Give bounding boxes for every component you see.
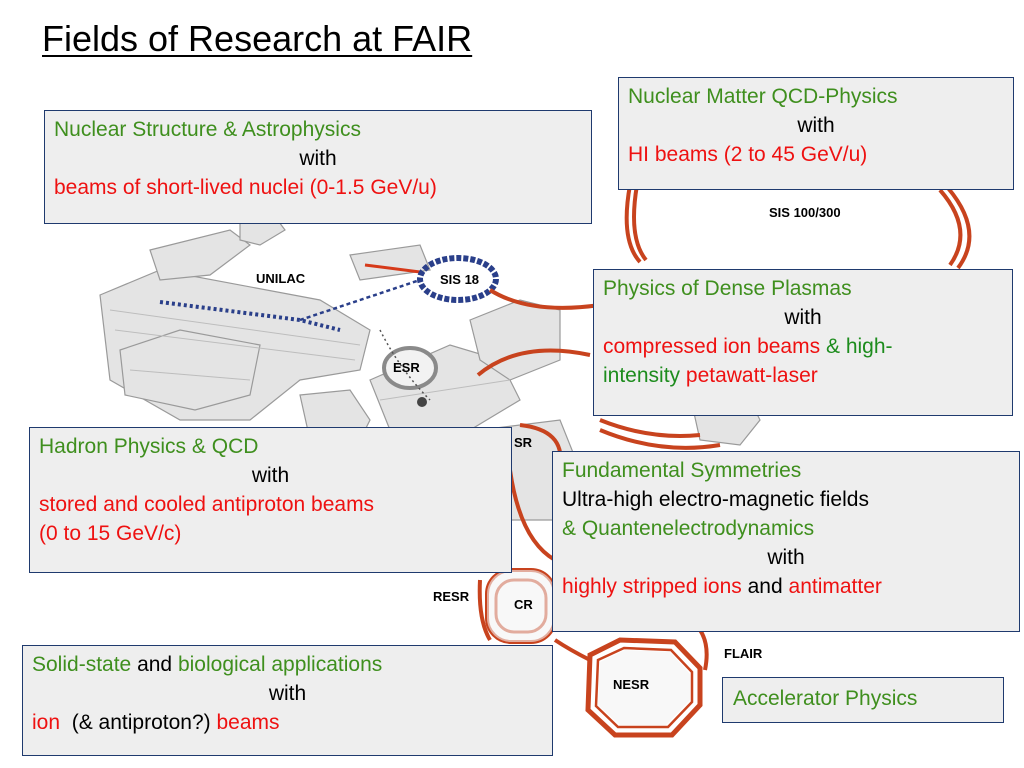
- solid-state-label: Solid-state: [32, 653, 132, 676]
- solid-state-and: and: [137, 653, 173, 676]
- nuclear-matter-title: Nuclear Matter QCD-Physics: [628, 85, 898, 108]
- label-sis100: SIS 100/300: [769, 205, 841, 220]
- label-sis18: SIS 18: [440, 272, 480, 287]
- esr-ring: [382, 346, 438, 390]
- solid-state-with: with: [268, 682, 307, 705]
- nuclear-structure-with: with: [299, 147, 337, 170]
- box-fundamental: Fundamental Symmetries Ultra-high electr…: [552, 451, 1020, 632]
- label-cr: CR: [514, 597, 533, 612]
- box-accelerator: Accelerator Physics: [722, 677, 1004, 723]
- nuclear-structure-beams: beams of short-lived nuclei (0-1.5 GeV/u…: [54, 176, 437, 199]
- dense-plasmas-title: Physics of Dense Plasmas: [603, 277, 852, 300]
- dense-plasmas-ion-beams: compressed ion beams: [603, 335, 821, 358]
- hadron-title: Hadron Physics & QCD: [39, 435, 259, 458]
- unilac-beamline: [159, 263, 421, 332]
- box-hadron: Hadron Physics & QCD with stored and coo…: [29, 427, 512, 573]
- dense-plasmas-intensity: intensity: [603, 364, 681, 387]
- box-nuclear-matter: Nuclear Matter QCD-Physics with HI beams…: [618, 77, 1014, 190]
- fundamental-ions: highly stripped ions: [562, 575, 742, 598]
- hadron-with: with: [251, 464, 290, 487]
- solid-state-beams: beams: [216, 711, 280, 734]
- dense-plasmas-laser: petawatt-laser: [685, 364, 818, 387]
- fundamental-fields: Ultra-high electro-magnetic fields: [562, 488, 869, 511]
- fundamental-antimatter: antimatter: [788, 575, 882, 598]
- solid-state-antiproton: (& antiproton?): [71, 711, 211, 734]
- label-nesr: NESR: [613, 677, 650, 692]
- nuclear-matter-beams: HI beams (2 to 45 GeV/u): [628, 143, 868, 166]
- label-unilac: UNILAC: [256, 271, 306, 286]
- dense-plasmas-high: high-: [845, 335, 893, 358]
- label-sr: SR: [514, 435, 533, 450]
- nuclear-matter-with: with: [797, 114, 835, 137]
- fundamental-qed: & Quantenelectrodynamics: [562, 517, 815, 540]
- solid-state-bio: biological applications: [177, 653, 383, 676]
- page-title: Fields of Research at FAIR: [42, 18, 473, 59]
- solid-state-ion: ion: [32, 711, 61, 734]
- box-nuclear-structure: Nuclear Structure & Astrophysics with be…: [44, 110, 592, 224]
- fundamental-and: and: [747, 575, 783, 598]
- hadron-range: (0 to 15 GeV/c): [39, 522, 182, 545]
- fair-rings: [476, 184, 972, 738]
- box-solid-state: Solid-state and biological applications …: [22, 645, 553, 756]
- nuclear-structure-title: Nuclear Structure & Astrophysics: [54, 118, 361, 141]
- label-esr: ESR: [393, 360, 420, 375]
- box-dense-plasmas: Physics of Dense Plasmas with compressed…: [593, 269, 1013, 416]
- label-resr: RESR: [433, 589, 470, 604]
- fundamental-with: with: [767, 546, 805, 569]
- sis18-ring: [417, 255, 499, 303]
- fundamental-title: Fundamental Symmetries: [562, 459, 802, 482]
- hadron-antiproton: stored and cooled antiproton beams: [39, 493, 375, 516]
- dense-plasmas-with: with: [784, 306, 822, 329]
- label-flair: FLAIR: [724, 646, 763, 661]
- dense-plasmas-amp: &: [825, 335, 840, 358]
- accelerator-label: Accelerator Physics: [733, 687, 918, 710]
